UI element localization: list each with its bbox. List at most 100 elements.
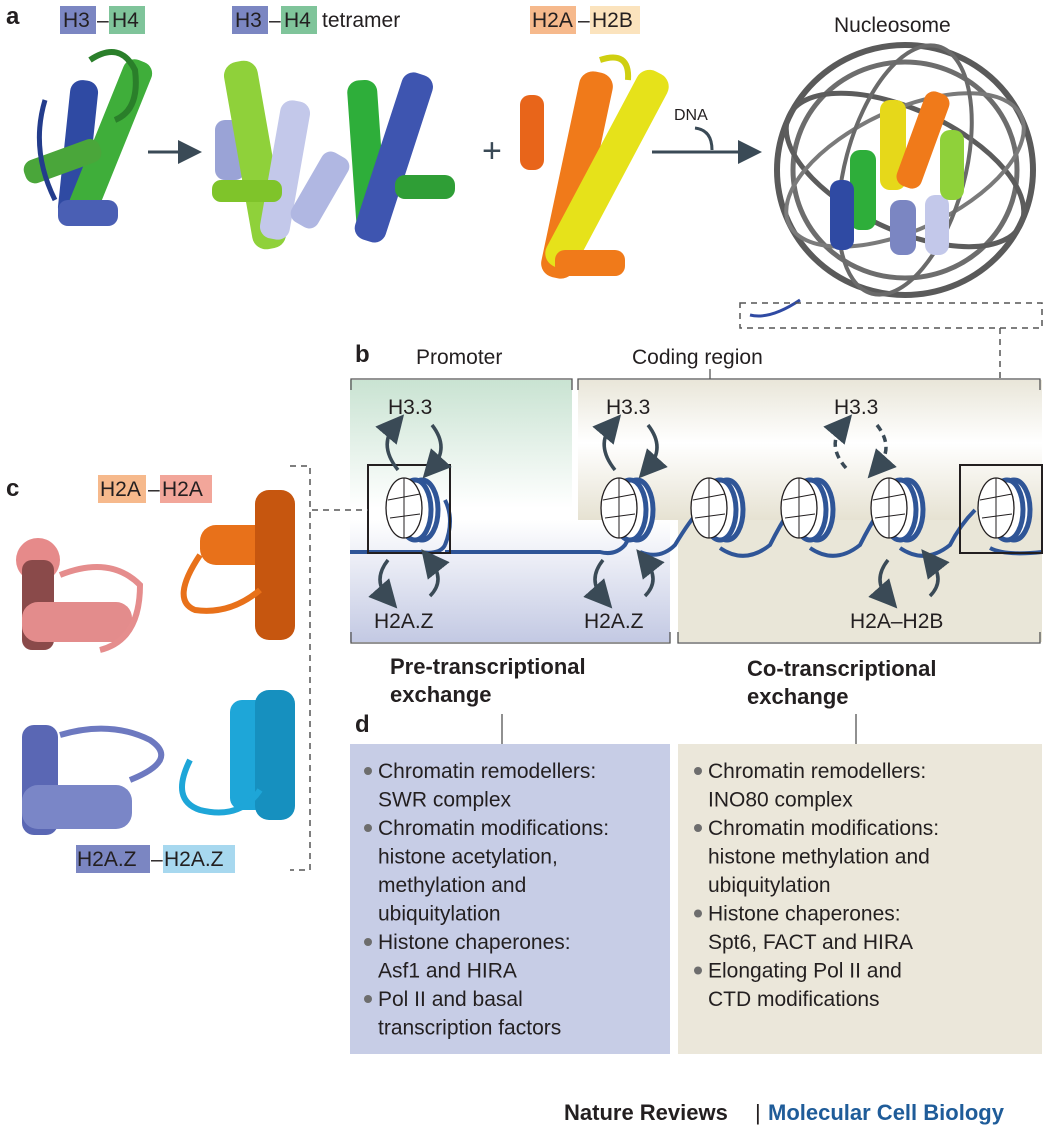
- panel-c-bracket: [290, 465, 311, 871]
- nucleosome-track: [385, 477, 1033, 543]
- tetramer-dash: –: [269, 9, 281, 32]
- factor-line: histone acetylation,: [378, 846, 558, 869]
- dna-curve: [694, 126, 714, 151]
- h2a-h2b-label: H2A–H2B: [850, 610, 943, 633]
- h2az-label-promoter: H2A.Z: [374, 610, 434, 633]
- promoter-label: Promoter: [416, 346, 502, 369]
- promoter-bracket: [350, 378, 573, 390]
- h2b-label-bg: [590, 6, 640, 34]
- nucleosome-zoom-box: [739, 302, 1043, 329]
- pre-bracket: [350, 632, 671, 644]
- bullet-dot: [694, 966, 702, 975]
- factor-line: Asf1 and HIRA: [378, 960, 517, 983]
- tetramer-h3-label: H3: [235, 9, 262, 32]
- footer-subject: Molecular Cell Biology: [768, 1100, 1005, 1125]
- h2az-right-label: H2A.Z: [164, 848, 224, 871]
- factor-line: Chromatin remodellers:: [708, 760, 926, 783]
- nucleosome-disc: [977, 477, 1033, 543]
- h2a-right-label-bg: [160, 475, 212, 503]
- pre-transcriptional-background: [350, 520, 670, 642]
- panel-d: d Chromatin remodellers:SWR complexChrom…: [350, 711, 1042, 1054]
- bullet-dot: [364, 767, 372, 775]
- factor-line: INO80 complex: [708, 789, 853, 812]
- factor-line: transcription factors: [378, 1017, 561, 1040]
- co-bracket: [677, 632, 1041, 644]
- h2a-h2b-dash: –: [578, 9, 590, 32]
- footer: Nature Reviews | Molecular Cell Biology: [564, 1100, 1005, 1125]
- factor-line: ubiquitylation: [708, 874, 831, 897]
- h33-label-promoter: H3.3: [388, 396, 432, 419]
- factor-line: methylation and: [378, 874, 526, 897]
- h2a-label-bg: [530, 6, 576, 34]
- factor-line: Elongating Pol II and: [708, 960, 902, 983]
- factor-line: Pol II and basal: [378, 988, 523, 1011]
- co-factors-box: [678, 744, 1042, 1054]
- nucleosome-disc: [870, 477, 926, 543]
- h2az-label-coding: H2A.Z: [584, 610, 644, 633]
- panel-a-letter: a: [6, 3, 20, 30]
- pre-factors-list: Chromatin remodellers: SWR complexChromat…: [364, 760, 609, 1040]
- h33-label-coding-dashed: H3.3: [834, 396, 878, 419]
- factor-line: CTD modifications: [708, 988, 880, 1011]
- h2a-right-label: H2A: [162, 478, 203, 501]
- factor-line: SWR complex: [378, 789, 512, 812]
- factor-line: Spt6, FACT and HIRA: [708, 931, 913, 954]
- h4-label: H4: [112, 9, 139, 32]
- h2az-right-label-bg: [163, 845, 235, 873]
- bullet-dot: [694, 909, 702, 918]
- co-transcriptional-line1: Co-transcriptional: [747, 656, 936, 681]
- h2az-left-label: H2A.Z: [77, 848, 137, 871]
- coding-nucleosome-highlight: [959, 464, 1043, 554]
- factor-line: ubiquitylation: [378, 903, 501, 926]
- panel-c-letter: c: [6, 475, 19, 502]
- dna-label: DNA: [674, 107, 708, 124]
- nucleosome-disc: [385, 477, 441, 543]
- panel-b: b Promoter Coding region H3.3 H3.3 H3.3: [312, 341, 1043, 709]
- co-factors-list: Chromatin remodellers:INO80 complexChrom…: [694, 760, 939, 1011]
- h4-label-bg: [109, 6, 145, 34]
- h2a-h2b-dimer-structure: [520, 54, 669, 279]
- bullet-dot: [364, 938, 372, 946]
- nucleosome-disc: [780, 477, 836, 543]
- coding-bracket: [577, 378, 1041, 390]
- factor-line: Histone chaperones:: [378, 931, 571, 954]
- nucleosome-label: Nucleosome: [834, 14, 951, 37]
- panel-d-letter: d: [355, 711, 370, 738]
- h2az-left-label-bg: [76, 845, 150, 873]
- bullet-dot: [364, 995, 372, 1003]
- h2a-left-label-bg: [98, 475, 146, 503]
- tetramer-h4-bg: [281, 6, 317, 34]
- h2b-label: H2B: [592, 9, 633, 32]
- nucleosome-disc: [600, 477, 656, 543]
- tetramer-h3-bg: [232, 6, 268, 34]
- h33-label-coding: H3.3: [606, 396, 650, 419]
- tetramer-h4-label: H4: [284, 9, 311, 32]
- pre-transcriptional-line2: exchange: [390, 682, 492, 707]
- bullet-dot: [694, 767, 702, 775]
- pre-factors-box: [350, 744, 670, 1054]
- plus-sign: +: [482, 132, 502, 170]
- coding-region-label: Coding region: [632, 346, 763, 369]
- h2a-label: H2A: [532, 9, 573, 32]
- factor-line: Histone chaperones:: [708, 903, 901, 926]
- bullet-dot: [694, 824, 702, 832]
- footer-separator: |: [755, 1100, 761, 1125]
- h3-label-bg: [60, 6, 96, 34]
- factor-line: Chromatin modifications:: [378, 817, 609, 840]
- co-transcriptional-background: [678, 520, 1042, 642]
- factor-line: Chromatin remodellers:: [378, 760, 596, 783]
- nucleosome-structure: [749, 42, 1036, 318]
- factor-line: histone methylation and: [708, 846, 930, 869]
- nucleosome-disc: [690, 477, 746, 543]
- co-transcriptional-line2: exchange: [747, 684, 849, 709]
- bullet-dot: [364, 824, 372, 832]
- h3-label: H3: [63, 9, 90, 32]
- h2a-h2a-interface-structure: [16, 490, 295, 653]
- footer-journal: Nature Reviews: [564, 1100, 728, 1125]
- panel-b-letter: b: [355, 341, 370, 368]
- panel-c: c H2A – H2A H2A.Z – H2A.Z: [6, 465, 311, 873]
- dash-label: –: [97, 9, 109, 32]
- h2a-dash: –: [148, 478, 160, 501]
- h2a-left-label: H2A: [100, 478, 141, 501]
